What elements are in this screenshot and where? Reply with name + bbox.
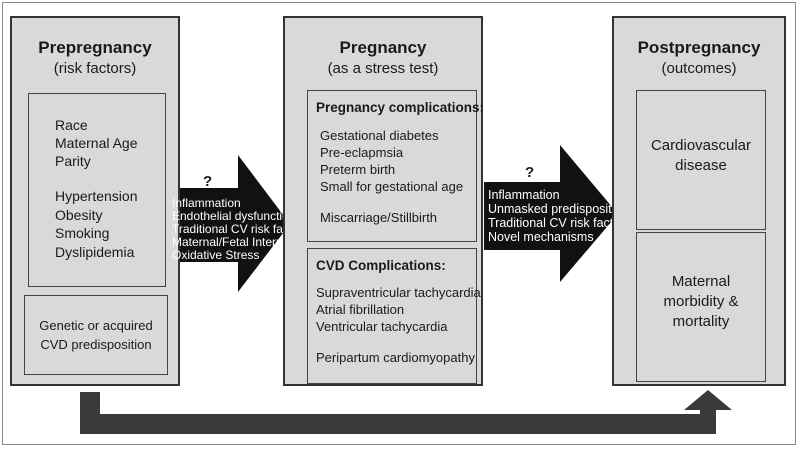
pregnancy-complication: Small for gestational age bbox=[320, 179, 464, 194]
mechanism: Maternal/Fetal Interplay bbox=[172, 235, 299, 249]
risk-factor: Parity bbox=[55, 153, 91, 169]
pregnancy-complications-box: Pregnancy complications: Gestational dia… bbox=[307, 90, 484, 242]
postpregnancy-subtitle: (outcomes) bbox=[661, 60, 737, 77]
arrow-pre-to-preg bbox=[168, 155, 290, 292]
arrow2-question: ? bbox=[525, 164, 535, 181]
outcome-line: Cardiovascular bbox=[650, 137, 752, 154]
risk-factor: Maternal Age bbox=[55, 135, 138, 151]
risk-factor: Hypertension bbox=[55, 188, 138, 204]
mechanism: Traditional CV risk factors bbox=[172, 222, 309, 236]
pregnancy-complication: Pre-eclapmsia bbox=[320, 145, 404, 160]
mechanism: Endothelial dysfunction bbox=[172, 209, 296, 223]
pregnancy-panel: Pregnancy (as a stress test) Pregnancy c… bbox=[283, 16, 484, 386]
outcome-line: disease bbox=[675, 157, 727, 174]
postpregnancy-panel: Postpregnancy (outcomes) Cardiovascular … bbox=[612, 16, 786, 386]
mechanism: Oxidative Stress bbox=[172, 248, 260, 262]
outcome-line: mortality bbox=[672, 313, 730, 330]
pregnancy-title: Pregnancy bbox=[339, 38, 427, 57]
mechanism: Inflammation bbox=[488, 188, 560, 202]
genetic-predisposition-box: Genetic or acquired CVD predisposition bbox=[24, 295, 168, 375]
mechanism: Inflammation bbox=[172, 196, 241, 210]
arrow1-question: ? bbox=[203, 173, 213, 190]
outcome-line: morbidity & bbox=[663, 293, 739, 310]
postpregnancy-title: Postpregnancy bbox=[637, 38, 761, 57]
mechanism: Unmasked predisposition bbox=[488, 202, 629, 216]
cvd-complication: Atrial fibrillation bbox=[316, 302, 405, 317]
cvd-complication: Ventricular tachycardia bbox=[316, 319, 448, 334]
mechanism: Traditional CV risk factors bbox=[488, 216, 631, 230]
cvd-complications-header: CVD Complications: bbox=[316, 258, 446, 273]
cardiovascular-outcome-box: Cardiovascular disease bbox=[636, 90, 766, 230]
risk-factor: Obesity bbox=[55, 207, 103, 223]
pregnancy-complication: Preterm birth bbox=[320, 162, 396, 177]
risk-factors-box: Race Maternal Age Parity Hypertension Ob… bbox=[28, 93, 166, 287]
risk-factor: Dyslipidemia bbox=[55, 244, 135, 260]
maternal-outcome-box: Maternal morbidity & mortality bbox=[636, 232, 766, 382]
mechanism: Novel mechanisms bbox=[488, 230, 594, 244]
genetic-line-1: Genetic or acquired bbox=[39, 318, 153, 333]
outcome-line: Maternal bbox=[671, 273, 731, 290]
prepregnancy-title: Prepregnancy bbox=[38, 38, 152, 57]
prepregnancy-panel: Prepregnancy (risk factors) Race Materna… bbox=[10, 16, 180, 386]
arrow-preg-to-post bbox=[484, 145, 618, 282]
pregnancy-complication: Miscarriage/Stillbirth bbox=[320, 210, 438, 225]
risk-factor: Smoking bbox=[55, 225, 110, 241]
cvd-complication: Supraventricular tachycardia bbox=[316, 285, 481, 300]
risk-factor: Race bbox=[55, 117, 88, 133]
bottom-return-arrow bbox=[80, 390, 732, 434]
prepregnancy-subtitle: (risk factors) bbox=[53, 60, 137, 77]
pregnancy-complication: Gestational diabetes bbox=[320, 128, 439, 143]
cvd-complications-box: CVD Complications: Supraventricular tach… bbox=[307, 248, 481, 384]
cvd-complication: Peripartum cardiomyopathy bbox=[316, 350, 475, 365]
pregnancy-complications-header: Pregnancy complications: bbox=[316, 100, 485, 115]
genetic-line-2: CVD predisposition bbox=[40, 337, 152, 352]
pregnancy-subtitle: (as a stress test) bbox=[327, 60, 439, 77]
